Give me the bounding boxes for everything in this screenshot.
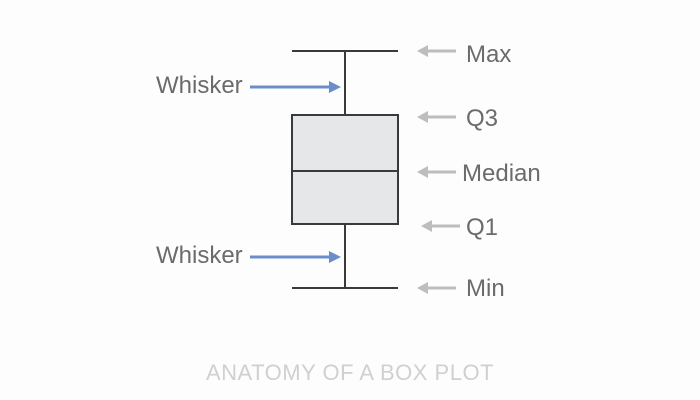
whisker-lower-arrowhead — [329, 251, 341, 263]
max-arrowhead — [417, 45, 428, 57]
whisker-upper-label: Whisker — [156, 72, 243, 99]
q3-arrowhead — [417, 111, 428, 123]
max-label: Max — [466, 41, 511, 68]
median-label: Median — [462, 160, 541, 187]
q3-label: Q3 — [466, 105, 498, 132]
min-label: Min — [466, 275, 505, 302]
whisker-upper-arrowhead — [329, 81, 341, 93]
diagram-title: ANATOMY OF A BOX PLOT — [206, 360, 494, 385]
min-arrowhead — [417, 282, 428, 294]
whisker-lower-label: Whisker — [156, 242, 243, 269]
q1-arrowhead — [421, 220, 432, 232]
q1-label: Q1 — [466, 214, 498, 241]
median-arrowhead — [417, 166, 428, 178]
iqr-box — [291, 114, 399, 225]
